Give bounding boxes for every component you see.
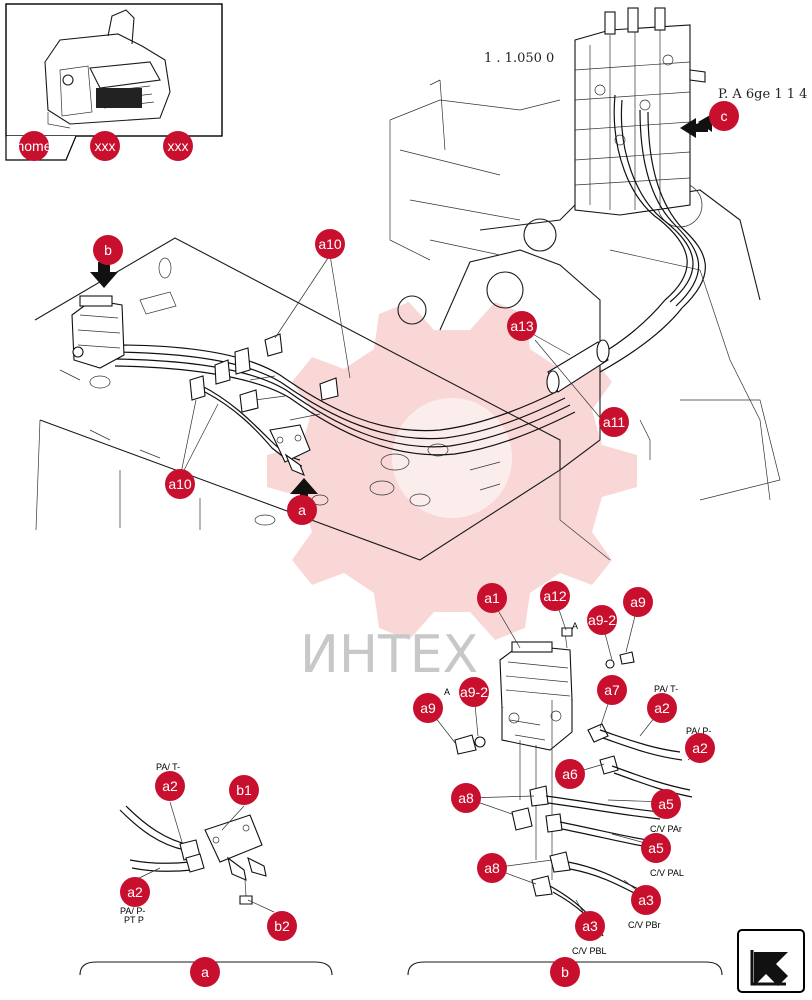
thumbnail-link-label: xxx [95, 138, 116, 154]
callout-label: a8 [484, 860, 500, 876]
detail-a-leader-lines [134, 801, 275, 913]
port-label-pa-t-right: PA/ T- [654, 684, 678, 694]
callout-a12[interactable]: a12 [540, 581, 570, 611]
detail-a-label[interactable]: a [190, 957, 220, 987]
pilot-valve-upper [71, 295, 125, 369]
port-label-cv-pal: C/V PAL [650, 868, 684, 878]
view-arrow-a-icon [290, 478, 318, 508]
callout-a11[interactable]: a11 [599, 407, 629, 437]
callout-label: a9 [420, 700, 436, 716]
callout-label: a9-2 [460, 684, 488, 700]
excavator-thumbnail-image [44, 9, 171, 129]
callout-a10-bottom[interactable]: a10 [165, 469, 195, 499]
callout-b2[interactable]: b2 [267, 911, 297, 941]
callout-label: c [721, 108, 728, 124]
callout-label: b [561, 964, 569, 980]
port-labels: PA/ T- PA/ P- C/V PAr C/V PAL C/V PBr C/… [120, 621, 711, 956]
port-label-cv-par: C/V PAr [650, 824, 682, 834]
back-arrow-icon[interactable] [737, 929, 805, 993]
thumbnail-link-xxx-left[interactable]: xxx [90, 131, 120, 161]
callout-a9-2-right[interactable]: a9-2 [587, 605, 617, 635]
callout-label: a12 [543, 588, 567, 604]
callout-label: a1 [484, 590, 500, 606]
view-arrow-b-icon [90, 262, 118, 288]
callout-label: a5 [648, 840, 664, 856]
callout-label: a3 [638, 892, 654, 908]
control-valve-assembly [574, 7, 706, 216]
callout-label: a10 [318, 236, 342, 252]
callout-label: a10 [168, 476, 192, 492]
callout-label: a9 [630, 594, 646, 610]
callout-label: a6 [562, 766, 578, 782]
detail-b-label[interactable]: b [550, 957, 580, 987]
callout-label: a13 [510, 318, 534, 334]
watermark: ИНТЕХ [267, 302, 637, 685]
detail-b-fittings [454, 651, 635, 897]
callout-a3-bottom[interactable]: a3 [575, 911, 605, 941]
callout-b1[interactable]: b1 [229, 775, 259, 805]
callout-label: a9-2 [588, 612, 616, 628]
callout-a10-top[interactable]: a10 [315, 229, 345, 259]
thumbnail-link-label: xxx [168, 138, 189, 154]
callout-label: b1 [236, 782, 252, 798]
callout-a3-right[interactable]: a3 [631, 885, 661, 915]
callout-a8-lower[interactable]: a8 [477, 853, 507, 883]
callout-a2-detail-a-bottom[interactable]: a2 [120, 877, 150, 907]
port-label-a-small: A [572, 621, 578, 631]
port-label-cv-pbl: C/V PBL [572, 946, 607, 956]
callout-a1[interactable]: a1 [477, 583, 507, 613]
callout-a5-upper[interactable]: a5 [651, 789, 681, 819]
watermark-text: ИНТЕХ [300, 625, 478, 685]
callout-a2-detail-a-top[interactable]: a2 [155, 771, 185, 801]
callout-b-view[interactable]: b [93, 235, 123, 265]
port-label-pa-p-left: PA/ P- [120, 906, 145, 916]
callout-label: b2 [274, 918, 290, 934]
callout-a13[interactable]: a13 [507, 311, 537, 341]
callout-c[interactable]: c [709, 101, 739, 131]
home-link[interactable]: home [16, 131, 52, 161]
port-label-pa-t-left: PA/ T- [156, 762, 180, 772]
detail-b-pilot-valve [499, 627, 573, 880]
detail-a-hoses [119, 805, 205, 873]
callout-label: a2 [127, 884, 143, 900]
callout-a2-right-upper[interactable]: a2 [647, 693, 677, 723]
view-arrow-c-head [680, 118, 708, 138]
fitting-group-upper [269, 424, 311, 477]
hose-bracket-group [189, 333, 339, 413]
callout-label: b [104, 242, 112, 258]
port-label-cv-pbr: C/V PBr [628, 920, 661, 930]
page-reference-label: P. A 6ge 1 1 4 [718, 87, 807, 102]
callout-label: a [298, 502, 306, 518]
callout-label: a [201, 964, 209, 980]
callout-label: a8 [458, 790, 474, 806]
callout-a6[interactable]: a6 [555, 759, 585, 789]
callout-label: a2 [162, 778, 178, 794]
callout-label: a3 [582, 918, 598, 934]
pilot-hose-bundle [114, 94, 706, 467]
callout-a9-left[interactable]: a9 [413, 693, 443, 723]
callout-a5-lower[interactable]: a5 [641, 833, 671, 863]
thumbnail-link-xxx-right[interactable]: xxx [163, 131, 193, 161]
callout-a8-upper[interactable]: a8 [451, 783, 481, 813]
port-label-pa-p-right: PA/ P- [686, 726, 711, 736]
callout-label: a5 [658, 796, 674, 812]
top-reference-label: 1 . 1.050 0 [484, 51, 554, 66]
hose-clamp-a11 [546, 339, 610, 394]
callout-label: a11 [603, 414, 626, 430]
callout-a7[interactable]: a7 [597, 675, 627, 705]
callout-a9-right[interactable]: a9 [623, 587, 653, 617]
callout-label: a7 [604, 682, 620, 698]
port-label-a-small-2: A [444, 687, 450, 697]
callout-a9-2-left[interactable]: a9-2 [459, 677, 489, 707]
callout-a-view[interactable]: a [287, 495, 317, 525]
callout-label: a2 [654, 700, 670, 716]
detail-a-fitting-block [204, 814, 267, 905]
port-label-pt-p: PT P [124, 915, 144, 925]
callout-label: a2 [692, 740, 708, 756]
home-link-label: home [16, 138, 51, 154]
callout-a2-right-lower[interactable]: a2 [685, 733, 715, 763]
